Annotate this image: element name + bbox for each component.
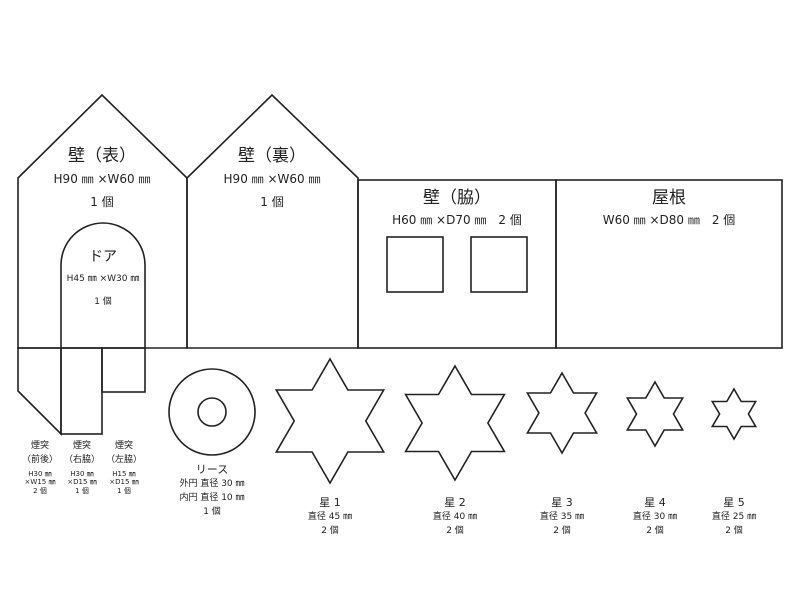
chimney-front-sub: （前後） — [21, 455, 59, 466]
chimney-front-count: 2 個 — [33, 487, 47, 495]
window-left — [386, 236, 444, 293]
wreath-title: リース — [195, 463, 229, 476]
wall-front-title: 壁（表） — [68, 146, 136, 166]
star-1-label: 星 1 直径 45 ㎜ 2 個 — [308, 496, 352, 538]
window-right — [470, 236, 528, 293]
chimney-left-outline — [101, 347, 146, 393]
wall-back-count: 1 個 — [260, 195, 284, 209]
door-size: H45 ㎜ ×W30 ㎜ — [66, 274, 140, 284]
chimney-left-label: 煙突 （左脇） H15 ㎜ ×D15 ㎜ 1 個 — [106, 441, 142, 496]
door-title: ドア — [89, 249, 117, 265]
star-count: 2 個 — [446, 526, 464, 536]
star-title: 星 1 — [319, 496, 341, 509]
chimney-right-size2: ×D15 ㎜ — [67, 478, 97, 487]
star-5-label: 星 5 直径 25 ㎜ 2 個 — [712, 496, 756, 538]
wall-front-count: 1 個 — [90, 195, 114, 209]
door-count: 1 個 — [94, 297, 112, 307]
chimney-right-title: 煙突 — [72, 441, 92, 451]
star-title: 星 3 — [551, 496, 573, 509]
wall-back-outline — [186, 93, 359, 349]
wreath-label: リース 外円 直径 30 ㎜ 内円 直径 10 ㎜ 1 個 — [179, 463, 244, 519]
wall-back-size: H90 ㎜ ×W60 ㎜ — [223, 172, 321, 186]
star-title: 星 5 — [723, 496, 745, 509]
star-2-label: 星 2 直径 40 ㎜ 2 個 — [433, 496, 477, 538]
star-count: 2 個 — [321, 526, 339, 536]
wall-back-title: 壁（裏） — [238, 146, 306, 166]
chimney-front-outline — [17, 347, 62, 436]
chimney-front-size1: H30 ㎜ — [28, 469, 52, 478]
wreath-inner — [197, 397, 227, 427]
chimney-front-title: 煙突 — [30, 441, 50, 451]
wall-front-outline — [17, 93, 188, 349]
chimney-right-outline — [60, 347, 103, 435]
star-2-outline — [404, 364, 506, 482]
wall-front-size: H90 ㎜ ×W60 ㎜ — [53, 172, 151, 186]
wreath-inner-size: 内円 直径 10 ㎜ — [179, 493, 245, 503]
chimney-front-label: 煙突 （前後） H30 ㎜ ×W15 ㎜ 2 個 — [22, 441, 58, 496]
star-count: 2 個 — [725, 526, 743, 536]
door-outline — [60, 222, 146, 348]
wreath-outer-size: 外円 直径 30 ㎜ — [179, 479, 245, 489]
wall-side-title: 壁（脇） — [423, 188, 491, 208]
chimney-right-count: 1 個 — [75, 487, 89, 495]
star-1-outline — [274, 357, 386, 485]
star-size: 直径 35 ㎜ — [539, 512, 585, 522]
star-size: 直径 25 ㎜ — [711, 512, 757, 522]
chimney-left-size1: H15 ㎜ — [112, 469, 136, 478]
star-4-outline — [625, 380, 685, 448]
star-size: 直径 40 ㎜ — [432, 512, 478, 522]
chimney-front-size2: ×W15 ㎜ — [24, 478, 56, 487]
chimney-right-sub: （右脇） — [63, 455, 101, 466]
roof-outline — [555, 179, 783, 349]
star-count: 2 個 — [553, 526, 571, 536]
chimney-right-label: 煙突 （右脇） H30 ㎜ ×D15 ㎜ 1 個 — [64, 441, 100, 496]
roof-title: 屋根 — [652, 188, 686, 208]
star-5-outline — [710, 387, 758, 441]
wreath-outer — [168, 368, 256, 456]
star-3-label: 星 3 直径 35 ㎜ 2 個 — [540, 496, 584, 538]
chimney-right-size1: H30 ㎜ — [70, 469, 94, 478]
chimney-left-title: 煙突 — [114, 441, 134, 451]
chimney-left-count: 1 個 — [117, 487, 131, 495]
star-count: 2 個 — [646, 526, 664, 536]
chimney-left-sub: （左脇） — [105, 455, 143, 466]
star-size: 直径 30 ㎜ — [632, 512, 678, 522]
roof-size: W60 ㎜ ×D80 ㎜ 2 個 — [602, 213, 736, 227]
star-3-outline — [526, 371, 598, 455]
star-title: 星 2 — [444, 496, 466, 509]
chimney-left-size2: ×D15 ㎜ — [109, 478, 139, 487]
wall-side-size: H60 ㎜ ×D70 ㎜ 2 個 — [392, 213, 522, 227]
star-title: 星 4 — [644, 496, 666, 509]
wreath-count: 1 個 — [203, 507, 221, 517]
star-4-label: 星 4 直径 30 ㎜ 2 個 — [633, 496, 677, 538]
star-size: 直径 45 ㎜ — [307, 512, 353, 522]
